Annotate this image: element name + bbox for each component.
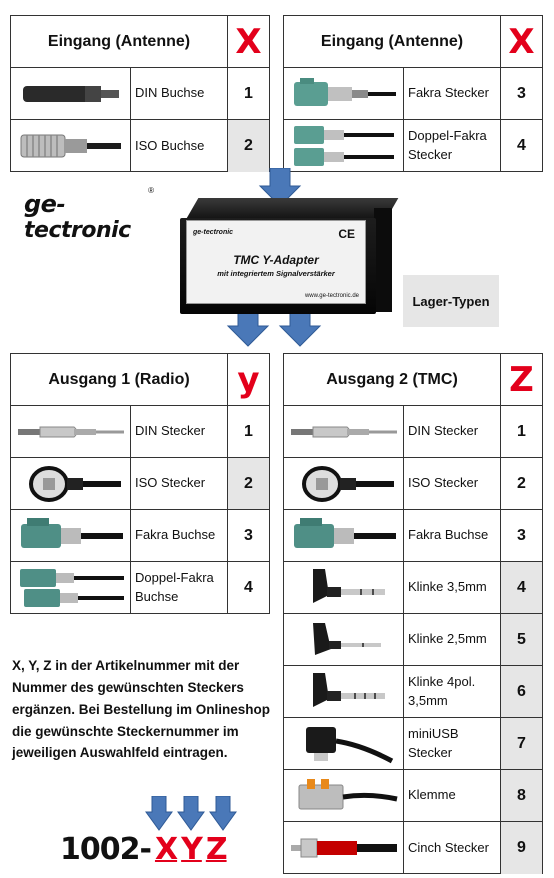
table-title: Ausgang 1 (Radio) — [11, 354, 228, 405]
item-number: 3 — [517, 84, 526, 102]
mini-usb-icon — [284, 718, 404, 769]
table-row[interactable]: ISO Buchse 2 — [11, 120, 269, 172]
list-item-label: Klinke 4pol. 3,5mm — [404, 666, 501, 717]
item-number: 2 — [228, 458, 269, 509]
din-stecker-icon — [284, 406, 404, 457]
iso-buchse-icon — [11, 120, 131, 172]
doppel-fakra-stecker-icon — [284, 120, 404, 172]
list-item-label: DIN Buchse — [131, 68, 228, 119]
table-row[interactable]: DIN Stecker 1 — [284, 406, 542, 458]
table-row[interactable]: DIN Stecker 1 — [11, 406, 269, 458]
input-right-table: Eingang (Antenne) X Fakra Stecker 3 Dopp… — [283, 15, 543, 172]
arrow-down-icon — [145, 796, 173, 831]
klinke-icon — [284, 562, 404, 613]
item-number: 1 — [244, 84, 253, 102]
cinch-stecker-icon — [284, 822, 404, 874]
list-item-label: Doppel-Fakra Buchse — [131, 562, 228, 614]
iso-stecker-icon — [284, 458, 404, 509]
doppel-fakra-buchse-icon — [11, 562, 131, 614]
article-prefix: 1002- — [60, 832, 152, 867]
fakra-buchse-icon — [284, 510, 404, 561]
list-item-label: ISO Stecker — [131, 458, 228, 509]
code-letter-z: Z — [205, 832, 228, 867]
list-item-label: Fakra Stecker — [404, 68, 501, 119]
table-row[interactable]: DIN Buchse 1 — [11, 68, 269, 120]
table-row[interactable]: Fakra Stecker 3 — [284, 68, 542, 120]
variable-letter-y: y — [237, 359, 260, 400]
output1-table: Ausgang 1 (Radio) y DIN Stecker 1 ISO St… — [10, 353, 270, 614]
item-number: 4 — [244, 579, 253, 596]
item-number: 4 — [517, 137, 526, 154]
item-number: 6 — [501, 666, 542, 717]
item-number: 2 — [228, 120, 269, 172]
variable-letter-z: Z — [509, 359, 534, 400]
table-title: Eingang (Antenne) — [284, 16, 501, 67]
arrow-down-icon — [177, 796, 205, 831]
ge-tectronic-logo: ge-tectronic ® — [24, 186, 154, 243]
variable-letter-x: X — [235, 21, 262, 62]
arrow-down-icon — [258, 168, 302, 207]
table-header: Eingang (Antenne) X — [284, 16, 542, 68]
table-row[interactable]: Fakra Buchse 3 — [11, 510, 269, 562]
table-header: Ausgang 2 (TMC) Z — [284, 354, 542, 406]
item-number: 3 — [517, 526, 526, 544]
arrow-down-icon — [209, 796, 237, 831]
list-item-label: Klinke 2,5mm — [404, 614, 501, 665]
table-row[interactable]: Klinke 4pol. 3,5mm 6 — [284, 666, 542, 718]
list-item-label: Klinke 3,5mm — [404, 562, 501, 613]
fakra-buchse-icon — [11, 510, 131, 561]
list-item-label: miniUSB Stecker — [404, 718, 501, 769]
table-row[interactable]: Doppel-Fakra Stecker 4 — [284, 120, 542, 172]
input-left-table: Eingang (Antenne) X DIN Buchse 1 ISO Buc… — [10, 15, 270, 172]
klinke-4pol-icon — [284, 666, 404, 717]
list-item-label: Fakra Buchse — [131, 510, 228, 561]
list-item-label: Fakra Buchse — [404, 510, 501, 561]
item-number: 1 — [517, 422, 526, 440]
table-header: Eingang (Antenne) X — [11, 16, 269, 68]
item-number: 3 — [244, 526, 253, 544]
table-row[interactable]: Cinch Stecker 9 — [284, 822, 542, 874]
item-number: 4 — [501, 562, 542, 613]
table-title: Ausgang 2 (TMC) — [284, 354, 501, 405]
table-row[interactable]: Fakra Buchse 3 — [284, 510, 542, 562]
item-number: 7 — [501, 718, 542, 769]
item-number: 8 — [501, 770, 542, 821]
list-item-label: DIN Stecker — [131, 406, 228, 457]
tmc-adapter-image: ge-tectronic CE TMC Y-Adapter mit integr… — [172, 196, 399, 318]
item-number: 2 — [517, 474, 526, 492]
list-item-label: Klemme — [404, 770, 501, 821]
list-item-label: Cinch Stecker — [404, 822, 501, 874]
variable-letter-x: X — [508, 21, 535, 62]
klemme-icon — [284, 770, 404, 821]
item-number: 5 — [501, 614, 542, 665]
lager-typen-legend: Lager-Typen — [403, 275, 499, 327]
code-letter-x: X — [154, 832, 178, 867]
klinke-icon — [284, 614, 404, 665]
instruction-text: X, Y, Z in der Artikelnummer mit der Num… — [12, 658, 271, 761]
iso-stecker-icon — [11, 458, 131, 509]
din-stecker-icon — [11, 406, 131, 457]
list-item-label: ISO Stecker — [404, 458, 501, 509]
item-number: 9 — [501, 822, 542, 874]
table-row[interactable]: ISO Stecker 2 — [284, 458, 542, 510]
table-row[interactable]: ISO Stecker 2 — [11, 458, 269, 510]
output2-table: Ausgang 2 (TMC) Z DIN Stecker 1 ISO Stec… — [283, 353, 543, 874]
table-row[interactable]: Klinke 2,5mm 5 — [284, 614, 542, 666]
table-row[interactable]: miniUSB Stecker 7 — [284, 718, 542, 770]
item-number: 1 — [244, 422, 253, 440]
fakra-stecker-icon — [284, 68, 404, 119]
table-title: Eingang (Antenne) — [11, 16, 228, 67]
adapter-label: ge-tectronic CE TMC Y-Adapter mit integr… — [186, 220, 366, 304]
list-item-label: Doppel-Fakra Stecker — [404, 120, 501, 172]
code-letter-y: Y — [181, 832, 203, 867]
din-buchse-icon — [11, 68, 131, 119]
list-item-label: DIN Stecker — [404, 406, 501, 457]
table-header: Ausgang 1 (Radio) y — [11, 354, 269, 406]
table-row[interactable]: Klemme 8 — [284, 770, 542, 822]
table-row[interactable]: Klinke 3,5mm 4 — [284, 562, 542, 614]
list-item-label: ISO Buchse — [131, 120, 228, 172]
table-row[interactable]: Doppel-Fakra Buchse 4 — [11, 562, 269, 614]
